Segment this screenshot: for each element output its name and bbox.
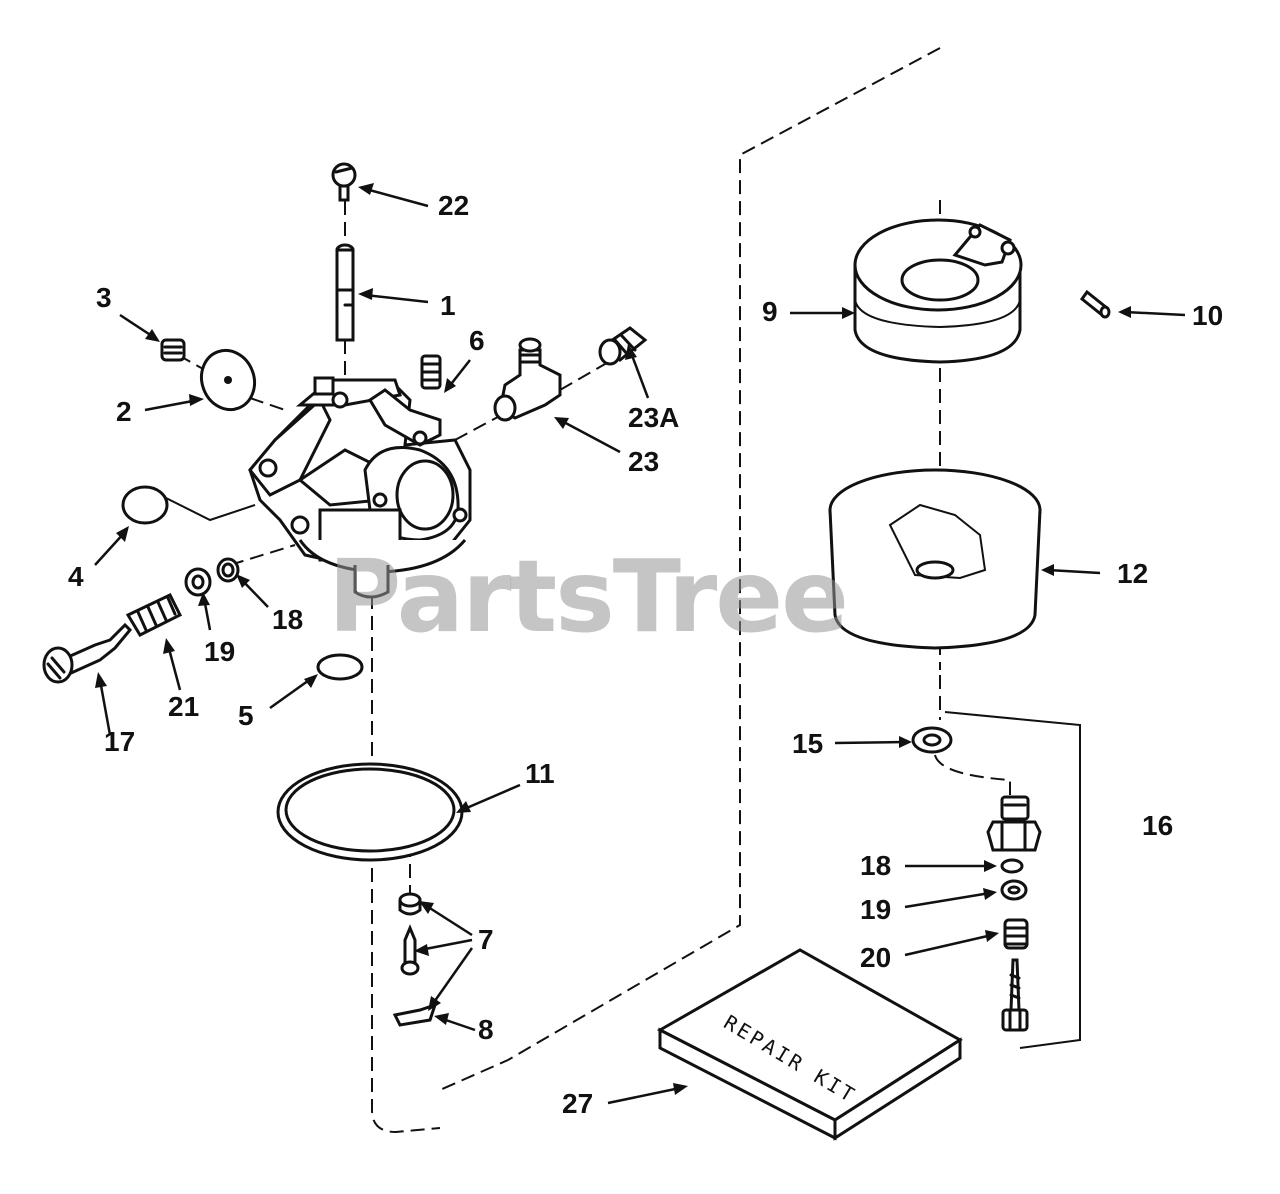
callout-17: 17 [104,726,136,757]
part-8-clip [392,1002,438,1027]
callout-9: 9 [762,296,778,327]
callout-8: 8 [478,1014,494,1045]
part-4-plug [121,485,169,525]
callout-arrows [94,183,1186,1105]
main-shaft-leader [371,595,441,1134]
callout-23: 23 [628,446,660,477]
part-15-gasket [911,726,953,754]
part-16-bracket [944,711,1081,1049]
part-16-valve-body [986,795,1042,852]
callout-16: 16 [1142,810,1174,841]
part-12-bowl [828,468,1042,650]
part-18-washer-b [1000,858,1024,874]
callout-18-right: 18 [860,850,892,881]
callout-7: 7 [478,924,494,955]
callout-6: 6 [469,325,485,356]
part-11-gasket [276,762,464,862]
callout-1: 1 [440,290,456,321]
part-16-needle [1001,958,1029,1032]
callout-12: 12 [1117,558,1149,589]
plug-4-leader [159,494,256,522]
part-2-plate [200,348,256,412]
part-7-needle-seat [398,892,422,976]
callout-19-left: 19 [204,636,236,667]
callout-18-left: 18 [272,604,304,635]
part-6-spring [420,354,442,390]
part-3-screw [160,338,186,362]
valve-leader [934,754,1011,795]
callout-20: 20 [860,942,892,973]
callout-3: 3 [96,282,112,313]
fitting-leader [454,359,613,441]
callout-22: 22 [438,190,470,221]
callout-4: 4 [68,561,84,592]
part-5-plug [316,653,364,681]
part-27-repair-kit [656,948,963,1141]
part-21-spring [125,593,183,637]
callout-10: 10 [1192,300,1224,331]
callout-19-right: 19 [860,894,892,925]
part-19-washer [184,567,212,597]
part-20-spring [1003,918,1029,950]
part-18-o-ring [216,557,240,583]
spring-leader [229,544,296,566]
carburetor-body [248,376,472,599]
part-10-pin [1079,289,1111,319]
part-17-needle-screw [42,622,133,684]
part-23a-fitting [598,326,648,366]
callout-5: 5 [238,700,254,731]
part-9-float [853,218,1023,364]
part-22-screw [331,162,357,202]
assembly-leader-line [439,47,941,1091]
callout-2: 2 [116,396,132,427]
callout-23a: 23A [628,402,680,433]
part-23-elbow-fitting [493,337,562,422]
callout-15: 15 [792,728,824,759]
callout-11: 11 [525,758,555,789]
callout-21: 21 [168,691,200,722]
callout-27: 27 [562,1088,594,1119]
part-19-washer-b [1000,879,1028,901]
part-1-shaft [335,243,355,342]
